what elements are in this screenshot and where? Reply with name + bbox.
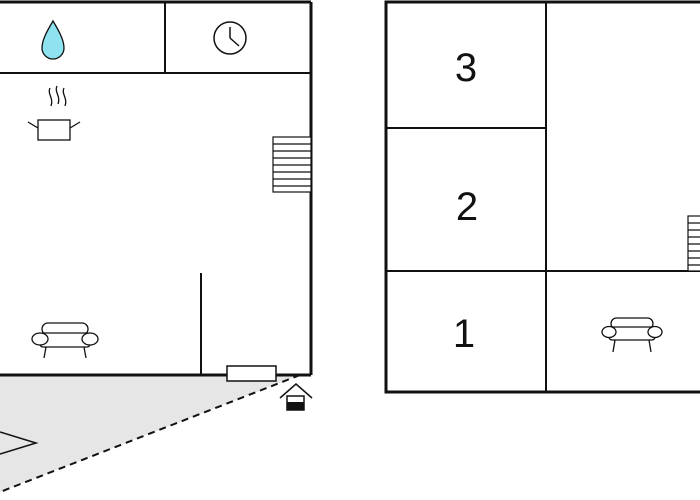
terrace-dashed-edge bbox=[0, 374, 301, 493]
stairs-icon bbox=[272, 136, 312, 193]
house-entrance-icon bbox=[279, 383, 313, 411]
cooking-pot-icon bbox=[27, 85, 81, 141]
water-drop-icon bbox=[41, 19, 65, 60]
terrace-icon bbox=[0, 431, 39, 455]
room-number-3: 3 bbox=[455, 46, 477, 90]
room-number-2: 2 bbox=[456, 185, 478, 229]
sofa-icon bbox=[31, 322, 99, 359]
upper-floor: 3 2 1 bbox=[384, 0, 700, 394]
stairs-icon bbox=[687, 215, 700, 272]
room-number-1: 1 bbox=[453, 312, 475, 356]
ground-floor bbox=[0, 0, 313, 411]
window bbox=[226, 365, 277, 382]
sofa-icon bbox=[601, 317, 663, 353]
clock-icon bbox=[213, 21, 247, 55]
